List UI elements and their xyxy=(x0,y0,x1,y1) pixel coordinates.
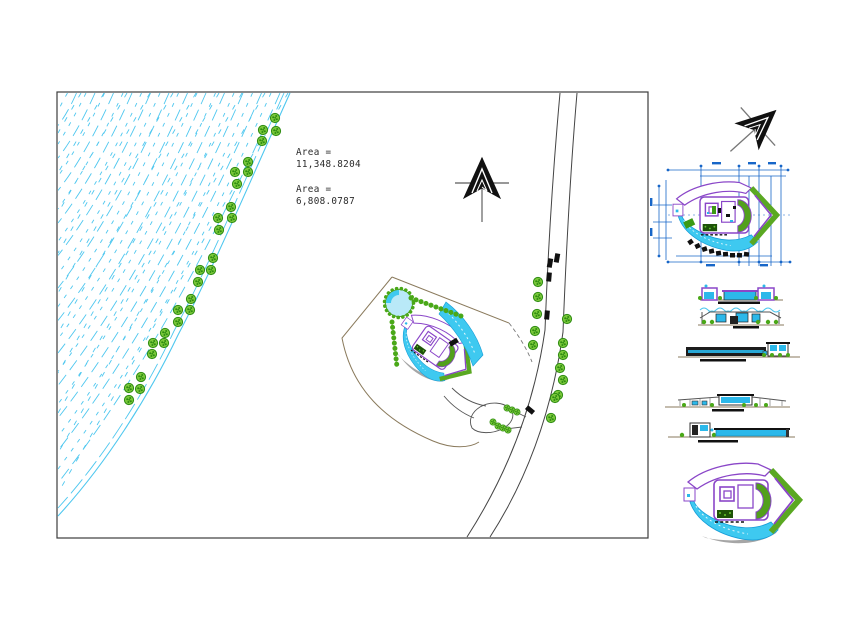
tree-symbol xyxy=(532,276,544,288)
elevation-4 xyxy=(665,394,790,412)
tree-symbol xyxy=(212,212,224,224)
tree-symbol xyxy=(549,392,561,404)
tree-symbol xyxy=(527,339,539,351)
tree-symbol xyxy=(213,224,225,236)
tree-symbol xyxy=(205,264,217,276)
elevation-3 xyxy=(678,342,800,362)
tree-symbol xyxy=(184,304,196,316)
tree-symbol xyxy=(557,337,569,349)
area-value-1: 11,348.8204 xyxy=(296,159,361,170)
floor-plan-drawing xyxy=(650,162,792,267)
tree-symbol xyxy=(532,291,544,303)
tree-symbol xyxy=(207,252,219,264)
tree-symbol xyxy=(226,212,238,224)
tree-symbol xyxy=(123,394,135,406)
area-value-2: 6,808.0787 xyxy=(296,196,355,207)
tree-symbol xyxy=(192,276,204,288)
tree-symbol xyxy=(242,156,254,168)
tree-symbol xyxy=(257,124,269,136)
area-note-1: Area = 11,348.8204 xyxy=(296,147,361,170)
tree-symbol xyxy=(172,316,184,328)
parking-row xyxy=(687,238,750,258)
tree-symbol xyxy=(231,178,243,190)
tree-symbol xyxy=(557,374,569,386)
tree-symbol xyxy=(194,264,206,276)
tree-symbol xyxy=(269,112,281,124)
car-symbol xyxy=(544,310,550,320)
elevation-1 xyxy=(698,284,783,304)
site-boundary xyxy=(341,276,533,448)
car-symbol xyxy=(546,272,552,282)
tree-symbol xyxy=(270,125,282,137)
north-arrow-detail-icon xyxy=(712,90,794,172)
elevation-5 xyxy=(668,422,795,443)
main-road xyxy=(466,92,578,538)
tree-symbol xyxy=(158,337,170,349)
tree-symbol xyxy=(159,327,171,339)
tree-symbol xyxy=(561,313,573,325)
area-label-2: Area = xyxy=(296,184,331,195)
tree-symbol xyxy=(229,166,241,178)
tree-symbol xyxy=(531,308,543,320)
tree-symbol xyxy=(134,383,146,395)
tree-symbol xyxy=(225,201,237,213)
area-note-2: Area = 6,808.0787 xyxy=(296,184,355,207)
tree-symbol xyxy=(172,304,184,316)
tree-symbol xyxy=(146,348,158,360)
tree-symbol xyxy=(147,337,159,349)
hedge-row-top xyxy=(408,295,464,319)
parked-car xyxy=(448,337,459,347)
tree-symbol xyxy=(123,382,135,394)
tree-symbol xyxy=(504,426,512,434)
tree-symbol xyxy=(557,349,569,361)
area-label-1: Area = xyxy=(296,147,331,158)
tree-symbol xyxy=(242,166,254,178)
tree-symbol xyxy=(529,325,541,337)
tree-symbol xyxy=(545,412,557,424)
tree-symbol xyxy=(185,293,197,305)
tree-symbol xyxy=(135,371,147,383)
tree-symbol xyxy=(513,408,521,416)
plan-furniture xyxy=(707,206,736,222)
elevation-2 xyxy=(698,307,784,329)
building-roof-plan xyxy=(382,286,485,396)
roof-plan-detail xyxy=(684,463,799,544)
dimension-ticks xyxy=(650,162,792,267)
tree-symbol xyxy=(256,135,268,147)
tree-symbol xyxy=(554,362,566,374)
lake-hatch xyxy=(58,93,289,494)
hedge-row-left xyxy=(389,319,400,370)
